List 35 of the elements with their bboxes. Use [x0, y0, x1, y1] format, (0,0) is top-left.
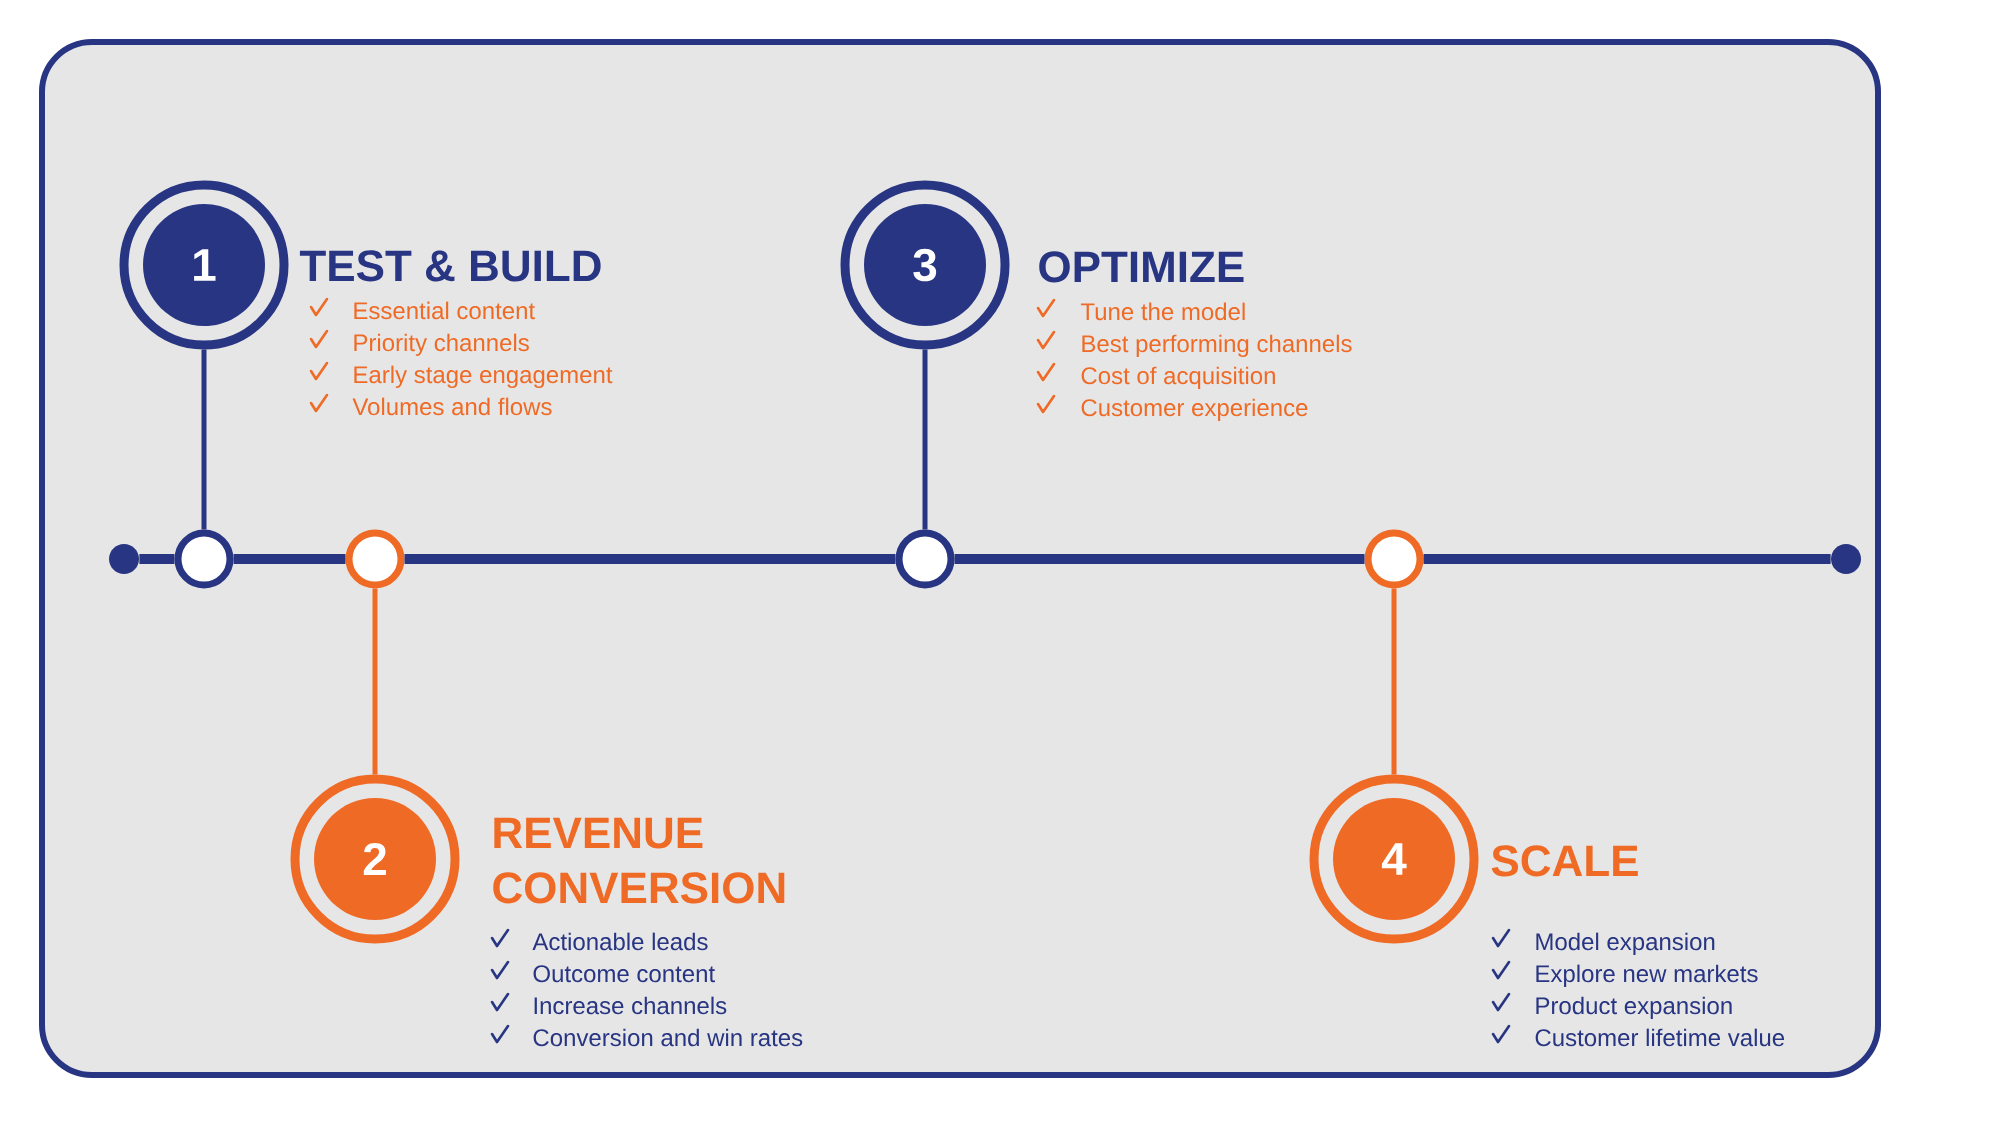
- checklist-item: Best performing channels: [1082, 334, 1352, 357]
- milestone-marker: [1364, 529, 1424, 589]
- end-dot: [1831, 544, 1862, 574]
- timeline-segment: [139, 554, 175, 564]
- step-heading: REVENUE CONVERSION: [493, 817, 785, 904]
- connector-line: [1391, 588, 1397, 775]
- checklist-item: Explore new markets: [1536, 964, 1758, 987]
- step-heading: SCALE: [1491, 845, 1638, 877]
- timeline-segment: [1423, 554, 1831, 564]
- checklist-item: Actionable leads: [532, 932, 708, 951]
- timeline-segment: [954, 554, 1365, 564]
- step-heading: OPTIMIZE: [1039, 251, 1244, 283]
- end-dot: [109, 544, 139, 574]
- checklist-item: Outcome content: [533, 965, 715, 983]
- milestone-marker: [174, 529, 234, 589]
- checklist-item: Tune the model: [1080, 302, 1245, 321]
- step-heading: TEST & BUILD: [299, 250, 601, 282]
- connector-line: [922, 349, 928, 530]
- checklist-item: Increase channels: [534, 996, 727, 1015]
- checklist-item: Product expansion: [1536, 996, 1732, 1019]
- milestone-marker: [345, 529, 405, 589]
- checklist-item: Priority channels: [354, 333, 529, 356]
- checklist-item: Customer lifetime value: [1535, 1028, 1785, 1047]
- milestone-marker: [895, 529, 955, 589]
- checklist-item: Essential content: [354, 301, 535, 320]
- checklist-item: Model expansion: [1536, 932, 1715, 955]
- checklist-item: Cost of acquisition: [1081, 366, 1275, 389]
- connector-line: [372, 588, 378, 775]
- checklist-item: Customer experience: [1081, 398, 1308, 421]
- checklist-item: Volumes and flows: [352, 397, 552, 416]
- checklist-item: Conversion and win rates: [533, 1028, 803, 1047]
- checklist-item: Early stage engagement: [354, 365, 613, 388]
- timeline-segment: [233, 554, 346, 564]
- timeline-segment: [404, 554, 896, 564]
- connector-line: [201, 349, 207, 530]
